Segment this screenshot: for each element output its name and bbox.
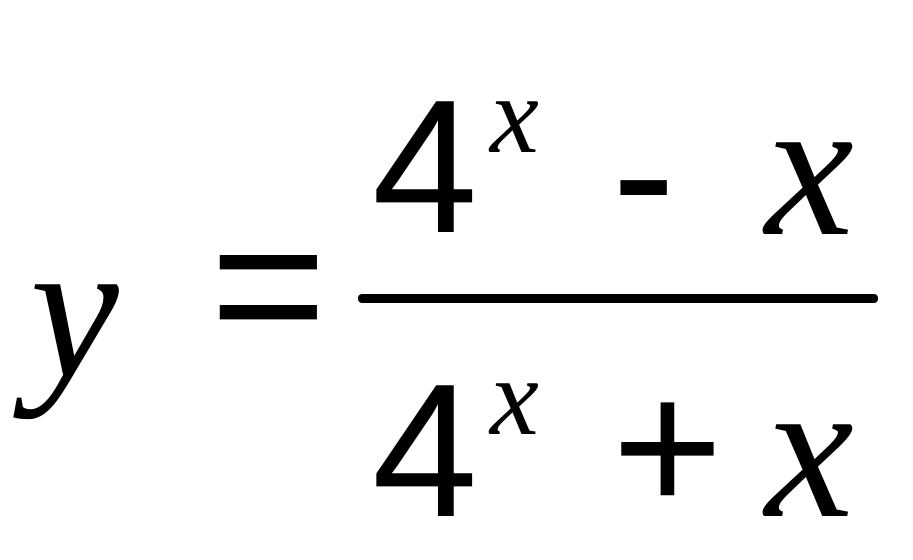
denominator-exponent: x bbox=[490, 336, 539, 458]
numerator-base: 4 bbox=[372, 61, 478, 273]
math-formula: y = 4 x - x 4 x + x bbox=[30, 54, 878, 560]
lhs-variable-y: y bbox=[30, 199, 119, 420]
denominator-operator: + bbox=[612, 341, 723, 553]
numerator-variable: x bbox=[765, 57, 854, 278]
numerator-exponent: x bbox=[490, 54, 539, 176]
equals-sign: = bbox=[210, 173, 327, 396]
fraction-bar bbox=[358, 294, 878, 303]
denominator-variable: x bbox=[765, 339, 854, 560]
numerator-operator: - bbox=[612, 67, 676, 279]
denominator-base: 4 bbox=[372, 345, 478, 557]
